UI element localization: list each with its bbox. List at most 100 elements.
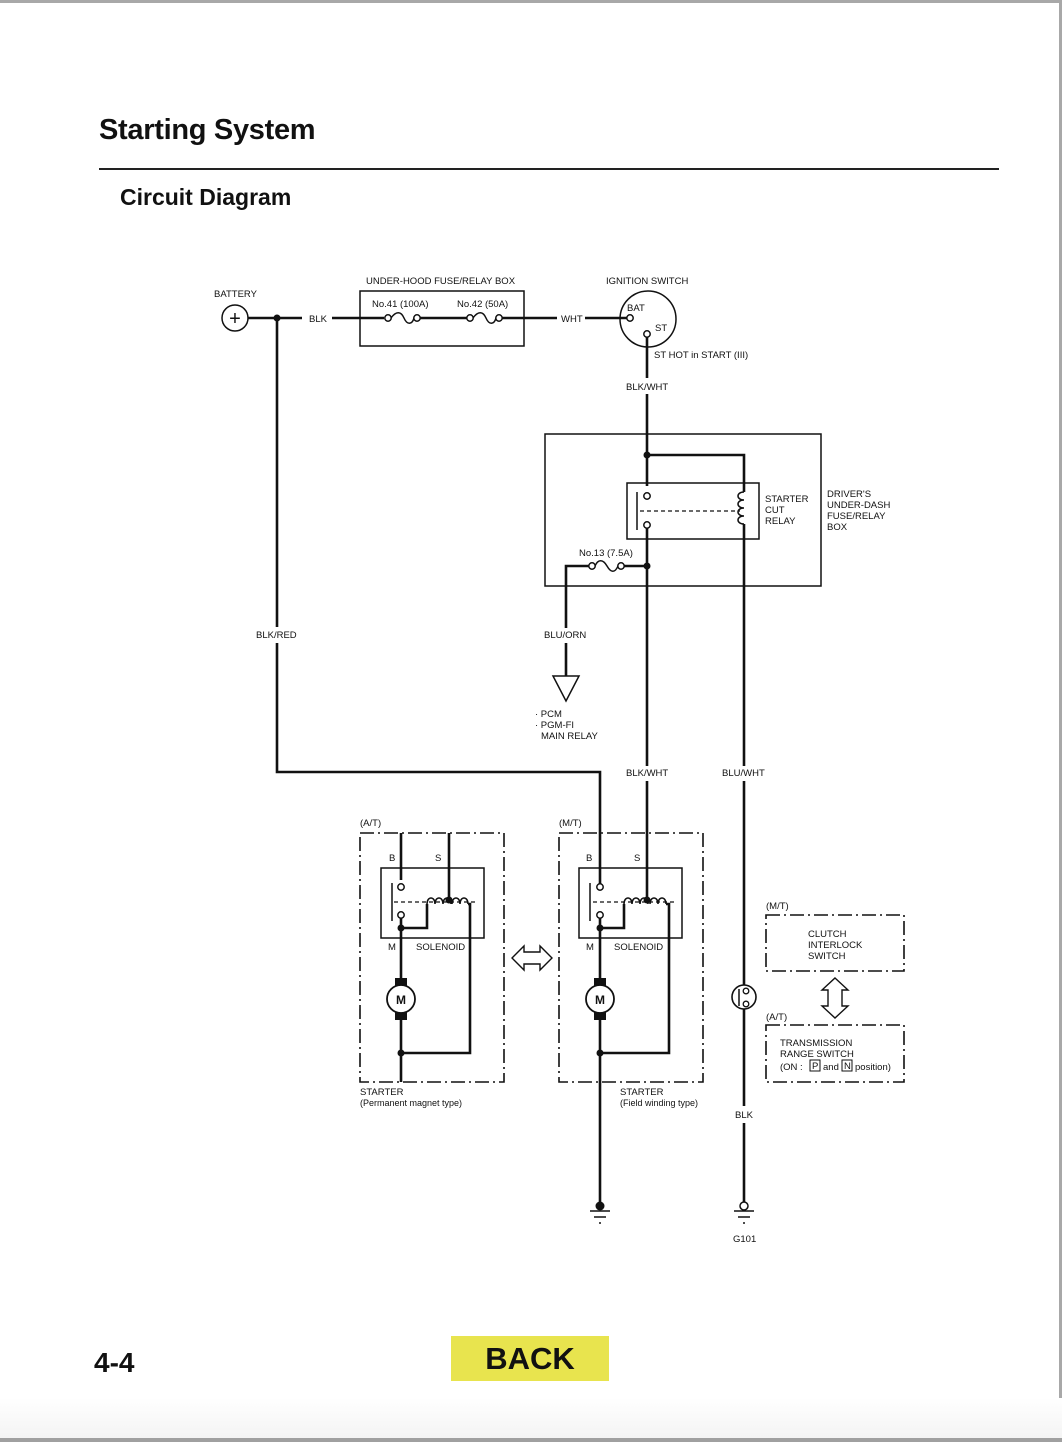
starter-at-boundary: [359, 832, 505, 1083]
underhood-fuse-box: UNDER-HOOD FUSE/RELAY BOX No.41 (100A) N…: [359, 276, 525, 347]
fuse-13-label: No.13 (7.5A): [579, 548, 633, 559]
wire-label-blk-wht-top: BLK/WHT: [626, 382, 668, 393]
switch-contact: [742, 987, 750, 995]
starter-at: (A/T) B S M SOLENOID M STARTER (Permanen…: [359, 818, 505, 1108]
solenoid-contact: [596, 911, 604, 919]
ground-junction: [595, 1201, 605, 1211]
terminal-st-label: ST: [655, 323, 667, 334]
title-divider: [99, 168, 999, 170]
solenoid-coil-lead: [600, 904, 626, 930]
battery: BATTERY +: [214, 289, 258, 332]
starter-mt-type: (Field winding type): [620, 1098, 698, 1108]
starter-mt-terminal-b: B: [586, 853, 592, 864]
pcm-line3: MAIN RELAY: [541, 731, 599, 742]
position-p-box: [809, 1059, 821, 1072]
junction-dot: [596, 1049, 604, 1057]
solenoid-coil-icon: [623, 897, 649, 905]
wire-relay-coil-feed: [647, 453, 746, 486]
clutch-switch-tag: (M/T): [766, 901, 789, 912]
starter-mt-boundary: [558, 832, 704, 1083]
position-n-box: [841, 1059, 853, 1072]
field-return-wire: [600, 902, 671, 1055]
solenoid-outline: [578, 867, 683, 939]
starter-at-type: (Permanent magnet type): [360, 1098, 462, 1108]
terminal-bat-label: BAT: [627, 303, 645, 314]
back-button[interactable]: BACK: [451, 1336, 609, 1381]
fuse-13-terminal: [617, 562, 625, 570]
wire-blk-red-b: [275, 643, 602, 880]
fuse-42-label: No.42 (50A): [457, 299, 508, 310]
wire-label-blu-orn: BLU/ORN: [544, 630, 586, 641]
battery-plus-icon: +: [229, 308, 241, 330]
page-number: 4-4: [94, 1347, 135, 1378]
driver-box-label-line3: FUSE/RELAY: [827, 511, 886, 522]
clutch-interlock-switch: (M/T) CLUTCH INTERLOCK SWITCH: [765, 901, 905, 972]
terminal-bat: [626, 314, 634, 322]
driver-box-label-line2: UNDER-DASH: [827, 500, 890, 511]
solenoid-coil-icon: [451, 897, 469, 905]
ground-terminal: [739, 1201, 749, 1211]
clutch-switch-line3: SWITCH: [808, 951, 846, 962]
field-return-wire: [401, 902, 472, 1055]
relay-contact: [643, 521, 651, 529]
section-title: Circuit Diagram: [120, 184, 292, 210]
solenoid-contact: [397, 883, 405, 891]
starter-mt-tag: (M/T): [559, 818, 582, 829]
interlock-switch-symbol: [731, 984, 757, 1010]
solenoid-contact: [596, 883, 604, 891]
junction-dot: [643, 896, 651, 904]
position-p: P: [812, 1061, 818, 1072]
wire-label-blu-wht: BLU/WHT: [722, 768, 765, 779]
alternative-arrow-icon: [820, 977, 850, 1019]
fuse-42-terminal: [466, 314, 474, 322]
wire-label-blk-wht-mid: BLK/WHT: [626, 768, 668, 779]
starter-mt-terminal-m: M: [586, 942, 594, 953]
relay-label-line2: CUT: [765, 505, 785, 516]
motor-brush: [395, 1012, 407, 1020]
st-hot-note: ST HOT in START (III): [654, 350, 748, 361]
relay-label-line1: STARTER: [765, 494, 809, 505]
ground-g101: G101: [733, 1201, 756, 1245]
ignition-switch: IGNITION SWITCH BAT ST ST HOT in START (…: [606, 276, 748, 361]
wire-label-blk-red: BLK/RED: [256, 630, 297, 641]
range-switch-tag: (A/T): [766, 1012, 787, 1023]
range-switch-line2: RANGE SWITCH: [780, 1049, 854, 1060]
motor-label: M: [396, 993, 406, 1007]
wire-blu-orn-a: [564, 564, 589, 628]
relay-coil-icon: [737, 491, 745, 525]
motor-brush: [594, 978, 606, 986]
wire-label-wht: WHT: [561, 314, 583, 325]
driver-fuse-relay-box: STARTER CUT RELAY DRIVER'S UNDER-DASH FU…: [544, 433, 890, 628]
starter-mt: (M/T) B S M SOLENOID M STARTER (Field wi…: [558, 818, 704, 1205]
driver-box-label-line1: DRIVER'S: [827, 489, 871, 500]
transmission-range-switch: (A/T) TRANSMISSION RANGE SWITCH (ON : P …: [765, 1012, 905, 1083]
starter-at-solenoid-label: SOLENOID: [416, 942, 465, 953]
clutch-switch-line1: CLUTCH: [808, 929, 847, 940]
wire-label-blk-ground: BLK: [735, 1110, 754, 1121]
fuse-42-icon: [472, 312, 497, 324]
solenoid-contact: [397, 911, 405, 919]
starter-mt-solenoid-label: SOLENOID: [614, 942, 663, 953]
clutch-switch-line2: INTERLOCK: [808, 940, 863, 951]
window-scrollbar-edge: [1059, 0, 1062, 1442]
relay-label-line3: RELAY: [765, 516, 796, 527]
window-frame-bottom: [0, 1438, 1062, 1442]
window-frame-top: [0, 0, 1062, 3]
wire-label-blk: BLK: [309, 314, 328, 325]
underhood-box-label: UNDER-HOOD FUSE/RELAY BOX: [366, 276, 516, 287]
range-switch-boundary: [765, 1024, 905, 1083]
starter-at-terminal-b: B: [389, 853, 395, 864]
junction-dot: [445, 896, 453, 904]
solenoid-outline: [380, 867, 485, 939]
motor-icon: [585, 984, 615, 1014]
driver-box-outline: [544, 433, 822, 587]
starter-at-label: STARTER: [360, 1087, 404, 1098]
driver-box-label-line4: BOX: [827, 522, 848, 533]
terminal-st: [643, 330, 651, 338]
fuse-13-icon: [594, 560, 619, 572]
pcm-line1: · PCM: [535, 709, 562, 720]
range-switch-suffix: position): [855, 1062, 891, 1073]
page-footer-shade: [0, 1398, 1062, 1438]
junction-dot: [397, 1049, 405, 1057]
connector-arrow-icon: [551, 675, 581, 703]
